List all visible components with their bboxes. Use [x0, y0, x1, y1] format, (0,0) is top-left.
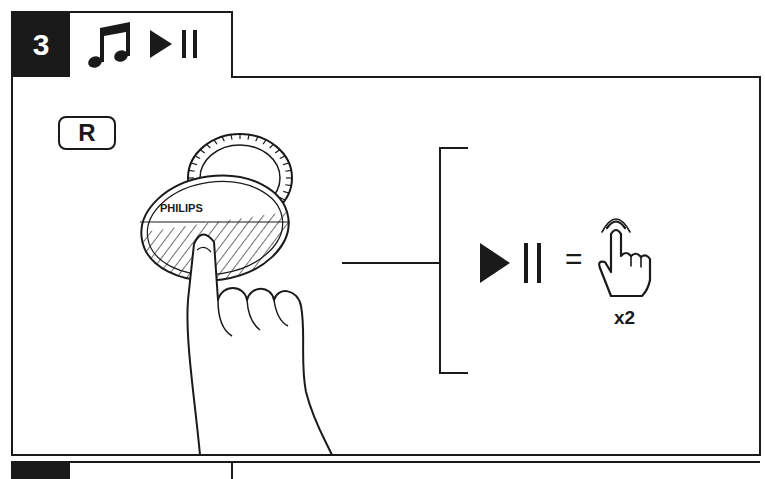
step-number-box: 3 [12, 12, 70, 77]
play-pause-symbol [480, 243, 541, 283]
knurl-tick [285, 170, 291, 172]
music-play-icon [87, 22, 197, 70]
side-indicator-box: R [58, 116, 116, 150]
brand-logo: PHILIPS [160, 202, 203, 214]
knurl-tick [263, 140, 266, 144]
knurl-tick [191, 163, 197, 165]
knurl-tick [248, 135, 249, 140]
knurl-tick [188, 177, 194, 178]
knurl-tick [285, 184, 291, 186]
knurl-tick [270, 144, 274, 148]
knurl-tick [195, 156, 200, 159]
knurl-tick [189, 170, 195, 172]
knurl-tick [283, 191, 289, 193]
node-text: 3 [33, 30, 50, 60]
double-tap-icon [599, 219, 650, 296]
pressing-hand [187, 234, 332, 455]
knurl-tick [275, 150, 280, 153]
knurl-tick [214, 140, 217, 144]
knurl-tick [256, 137, 258, 142]
node-text: R [78, 121, 95, 145]
knurl-tick [222, 137, 224, 142]
knurl-tick [200, 150, 205, 153]
knurl-tick [283, 163, 289, 165]
bracket [342, 148, 468, 373]
panel-frame [12, 12, 760, 479]
knurl-tick [231, 135, 232, 140]
equals-sign: = [565, 242, 583, 275]
knurl-tick [207, 144, 211, 148]
next-step-tab [12, 462, 70, 479]
knurl-tick [239, 134, 240, 139]
tap-count: x2 [614, 307, 635, 328]
knurl-tick [286, 177, 292, 178]
knurl-tick [280, 156, 285, 159]
